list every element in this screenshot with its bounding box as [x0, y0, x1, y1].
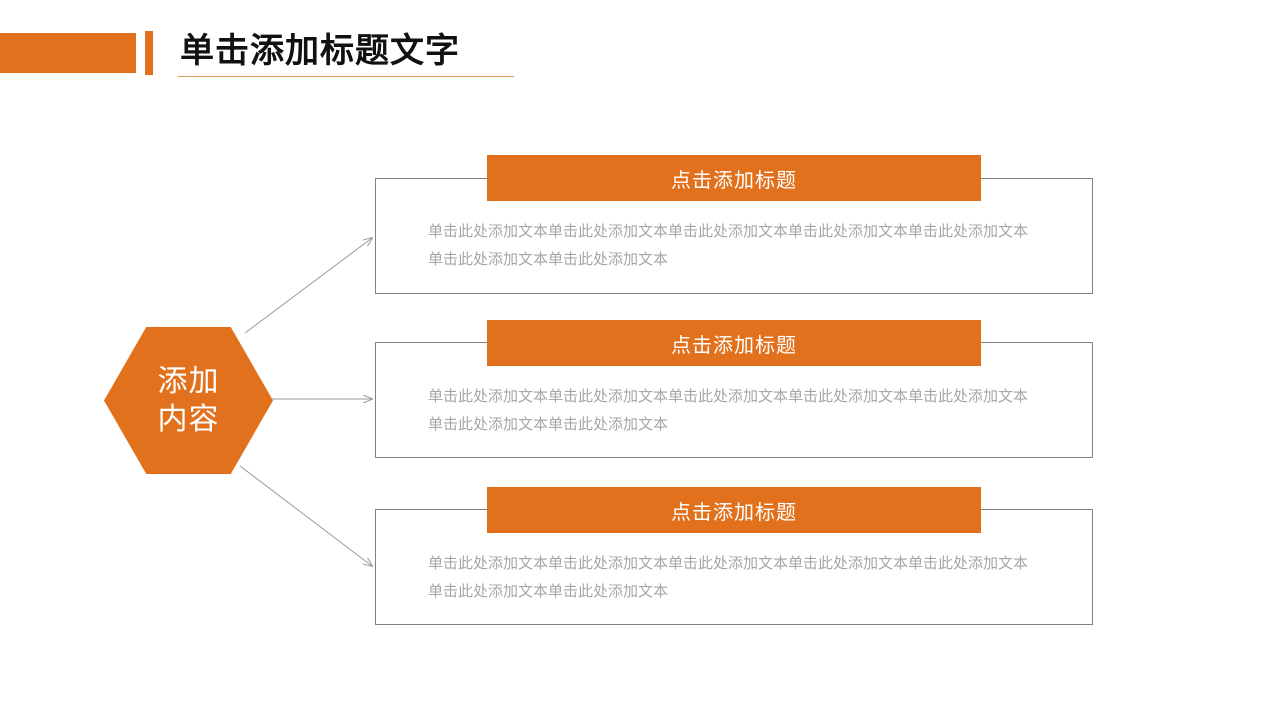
content-title-3: 点击添加标题 [671, 501, 797, 524]
hub-hexagon[interactable]: 添加 内容 [104, 327, 273, 474]
content-header-3[interactable]: 点击添加标题 [487, 487, 981, 533]
page-title: 单击添加标题文字 [180, 32, 460, 70]
content-body-3: 单击此处添加文本单击此处添加文本单击此处添加文本单击此处添加文本单击此处添加文本… [428, 555, 1029, 600]
connector-line-3 [239, 465, 372, 566]
content-header-2[interactable]: 点击添加标题 [487, 320, 981, 366]
content-header-1[interactable]: 点击添加标题 [487, 155, 981, 201]
content-body-2: 单击此处添加文本单击此处添加文本单击此处添加文本单击此处添加文本单击此处添加文本… [428, 388, 1029, 433]
title-underline [178, 76, 514, 77]
header-orange-block [0, 33, 136, 73]
hub-label: 添加 内容 [157, 364, 220, 436]
content-title-2: 点击添加标题 [671, 334, 797, 357]
content-title-1: 点击添加标题 [671, 169, 797, 192]
connector-line-1 [244, 238, 372, 334]
content-row-2: 点击添加标题 单击此处添加文本单击此处添加文本单击此处添加文本单击此处添加文本单… [375, 320, 1093, 470]
content-row-3: 点击添加标题 单击此处添加文本单击此处添加文本单击此处添加文本单击此处添加文本单… [375, 487, 1093, 637]
header-accent-bar [145, 31, 153, 75]
content-body-1: 单击此处添加文本单击此处添加文本单击此处添加文本单击此处添加文本单击此处添加文本… [428, 223, 1029, 268]
content-row-1: 点击添加标题 单击此处添加文本单击此处添加文本单击此处添加文本单击此处添加文本单… [375, 155, 1093, 305]
